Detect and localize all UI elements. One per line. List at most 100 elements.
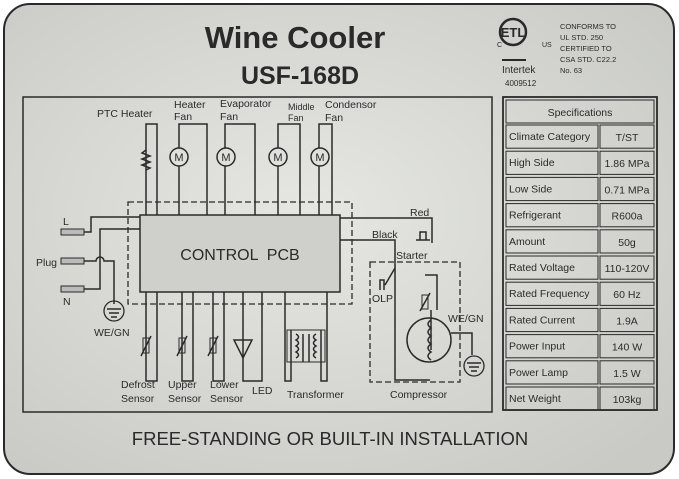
installation-footer: FREE-STANDING OR BUILT-IN INSTALLATION xyxy=(132,428,528,449)
spec-name: Net Weight xyxy=(509,393,561,405)
heater-fan-label: Fan xyxy=(174,111,192,123)
led-label: LED xyxy=(252,385,273,397)
spec-value-cell xyxy=(599,203,655,228)
compressor-label: Compressor xyxy=(390,389,448,401)
certification-lab: Intertek xyxy=(502,65,536,76)
cert-line: No. 63 xyxy=(560,66,582,75)
ptc-heater-label: PTC Heater xyxy=(97,108,153,120)
spec-name-cell xyxy=(505,281,599,306)
evaporator-fan-label: Evaporator xyxy=(220,98,272,110)
condensor-fan-label: Fan xyxy=(325,112,343,124)
motor-symbol: M xyxy=(221,152,230,164)
control-pcb xyxy=(139,214,341,293)
motor-symbol: M xyxy=(174,152,183,164)
spec-value: 60 Hz xyxy=(613,289,640,301)
olp-switch-icon xyxy=(379,267,396,290)
ptc-heater-resistor-icon xyxy=(139,149,153,171)
starter-thermistor-icon xyxy=(419,292,431,312)
wiring-diagram-frame xyxy=(22,96,493,413)
upper-sensor-thermistor-icon xyxy=(176,335,188,357)
spec-row: Power Input 140 W xyxy=(505,334,655,359)
defrost-sensor-label: Sensor xyxy=(121,393,155,405)
spec-name: Power Lamp xyxy=(509,367,568,379)
red-switch-icon xyxy=(416,231,430,241)
spec-row: High Side 1.86 MPa xyxy=(505,150,655,175)
ground-icon xyxy=(103,300,125,322)
spec-value-cell xyxy=(599,124,655,149)
spec-value-cell xyxy=(599,360,655,385)
motor-symbol: M xyxy=(273,152,282,164)
spec-value: 140 W xyxy=(612,342,642,354)
middle-fan-motor-icon: M xyxy=(268,147,288,167)
condensor-fan-label: Condensor xyxy=(325,99,377,111)
model-number: USF-168D xyxy=(241,62,359,90)
condensor-fan-motor-icon: M xyxy=(310,147,330,167)
spec-name: Power Input xyxy=(509,341,565,353)
spec-name: Amount xyxy=(509,236,545,248)
lower-sensor-label: Sensor xyxy=(210,393,244,405)
middle-fan-label: Middle xyxy=(288,102,315,112)
spec-value: T/ST xyxy=(616,132,639,144)
led-icon xyxy=(232,339,254,360)
spec-value: 1.86 MPa xyxy=(605,158,650,170)
spec-value-cell xyxy=(599,334,655,359)
heater-fan-motor-icon: M xyxy=(169,147,189,167)
spec-value: 110-120V xyxy=(605,263,650,275)
spec-row: Rated Current 1.9A xyxy=(505,307,655,333)
spec-name: Rated Frequency xyxy=(509,288,590,300)
spec-value-cell xyxy=(599,281,655,306)
cert-line: CSA STD. C22.2 xyxy=(560,55,616,64)
upper-sensor-label: Sensor xyxy=(168,393,202,405)
defrost-sensor-label: Defrost xyxy=(121,379,155,391)
spec-value-cell xyxy=(599,229,655,254)
spec-value-cell xyxy=(599,307,655,333)
control-pcb-label: CONTROL PCB xyxy=(180,247,299,264)
etl-certification-mark: ETL C US Intertek 4009512 xyxy=(497,17,552,88)
spec-name-cell xyxy=(505,150,599,175)
spec-name-cell xyxy=(505,203,599,228)
etl-logo-text: ETL xyxy=(501,25,526,40)
spec-name-cell xyxy=(505,124,599,149)
red-wire-label: Red xyxy=(410,207,429,219)
etl-us: US xyxy=(542,42,552,49)
spec-value-cell xyxy=(599,255,655,280)
evaporator-fan-motor-icon: M xyxy=(216,147,236,167)
specifications-table: Specifications Climate Category T/ST High … xyxy=(502,96,658,411)
spec-row: Rated Frequency 60 Hz xyxy=(505,281,655,306)
spec-name-cell xyxy=(505,334,599,359)
spec-name-cell xyxy=(505,360,599,385)
spec-row: Climate Category T/ST xyxy=(505,124,655,149)
cert-line: CERTIFIED TO xyxy=(560,44,612,53)
plug-pin-n xyxy=(60,285,85,293)
spec-value: R600a xyxy=(612,211,643,223)
plug-pin-ground xyxy=(60,257,85,265)
starter-label: Starter xyxy=(396,250,428,262)
spec-name-cell xyxy=(505,386,599,411)
spec-value-cell xyxy=(599,150,655,175)
wiring-diagram: CONTROL PCB M M M M PTC Heater Heater Fa… xyxy=(36,98,485,405)
spec-name-cell xyxy=(505,255,599,280)
spec-name-cell xyxy=(505,176,599,202)
specifications-header: Specifications xyxy=(548,107,613,119)
cert-line: UL STD. 250 xyxy=(560,33,603,42)
certification-number: 4009512 xyxy=(505,79,537,88)
heater-fan-label: Heater xyxy=(174,99,206,111)
spec-name: Rated Current xyxy=(509,314,575,326)
upper-sensor-label: Upper xyxy=(168,379,197,391)
motor-symbol: M xyxy=(315,152,324,164)
spec-value: 1.9A xyxy=(616,315,638,327)
lower-sensor-thermistor-icon xyxy=(207,335,219,357)
line-l-label: L xyxy=(63,216,69,228)
plug-label: Plug xyxy=(36,257,57,269)
spec-value-cell xyxy=(599,176,655,202)
spec-name: Climate Category xyxy=(509,131,591,143)
spec-name: High Side xyxy=(509,157,555,169)
product-title: Wine Cooler xyxy=(205,20,386,55)
compressor-ground-label: WE/GN xyxy=(448,313,484,325)
spec-value: 1.5 W xyxy=(613,368,641,380)
